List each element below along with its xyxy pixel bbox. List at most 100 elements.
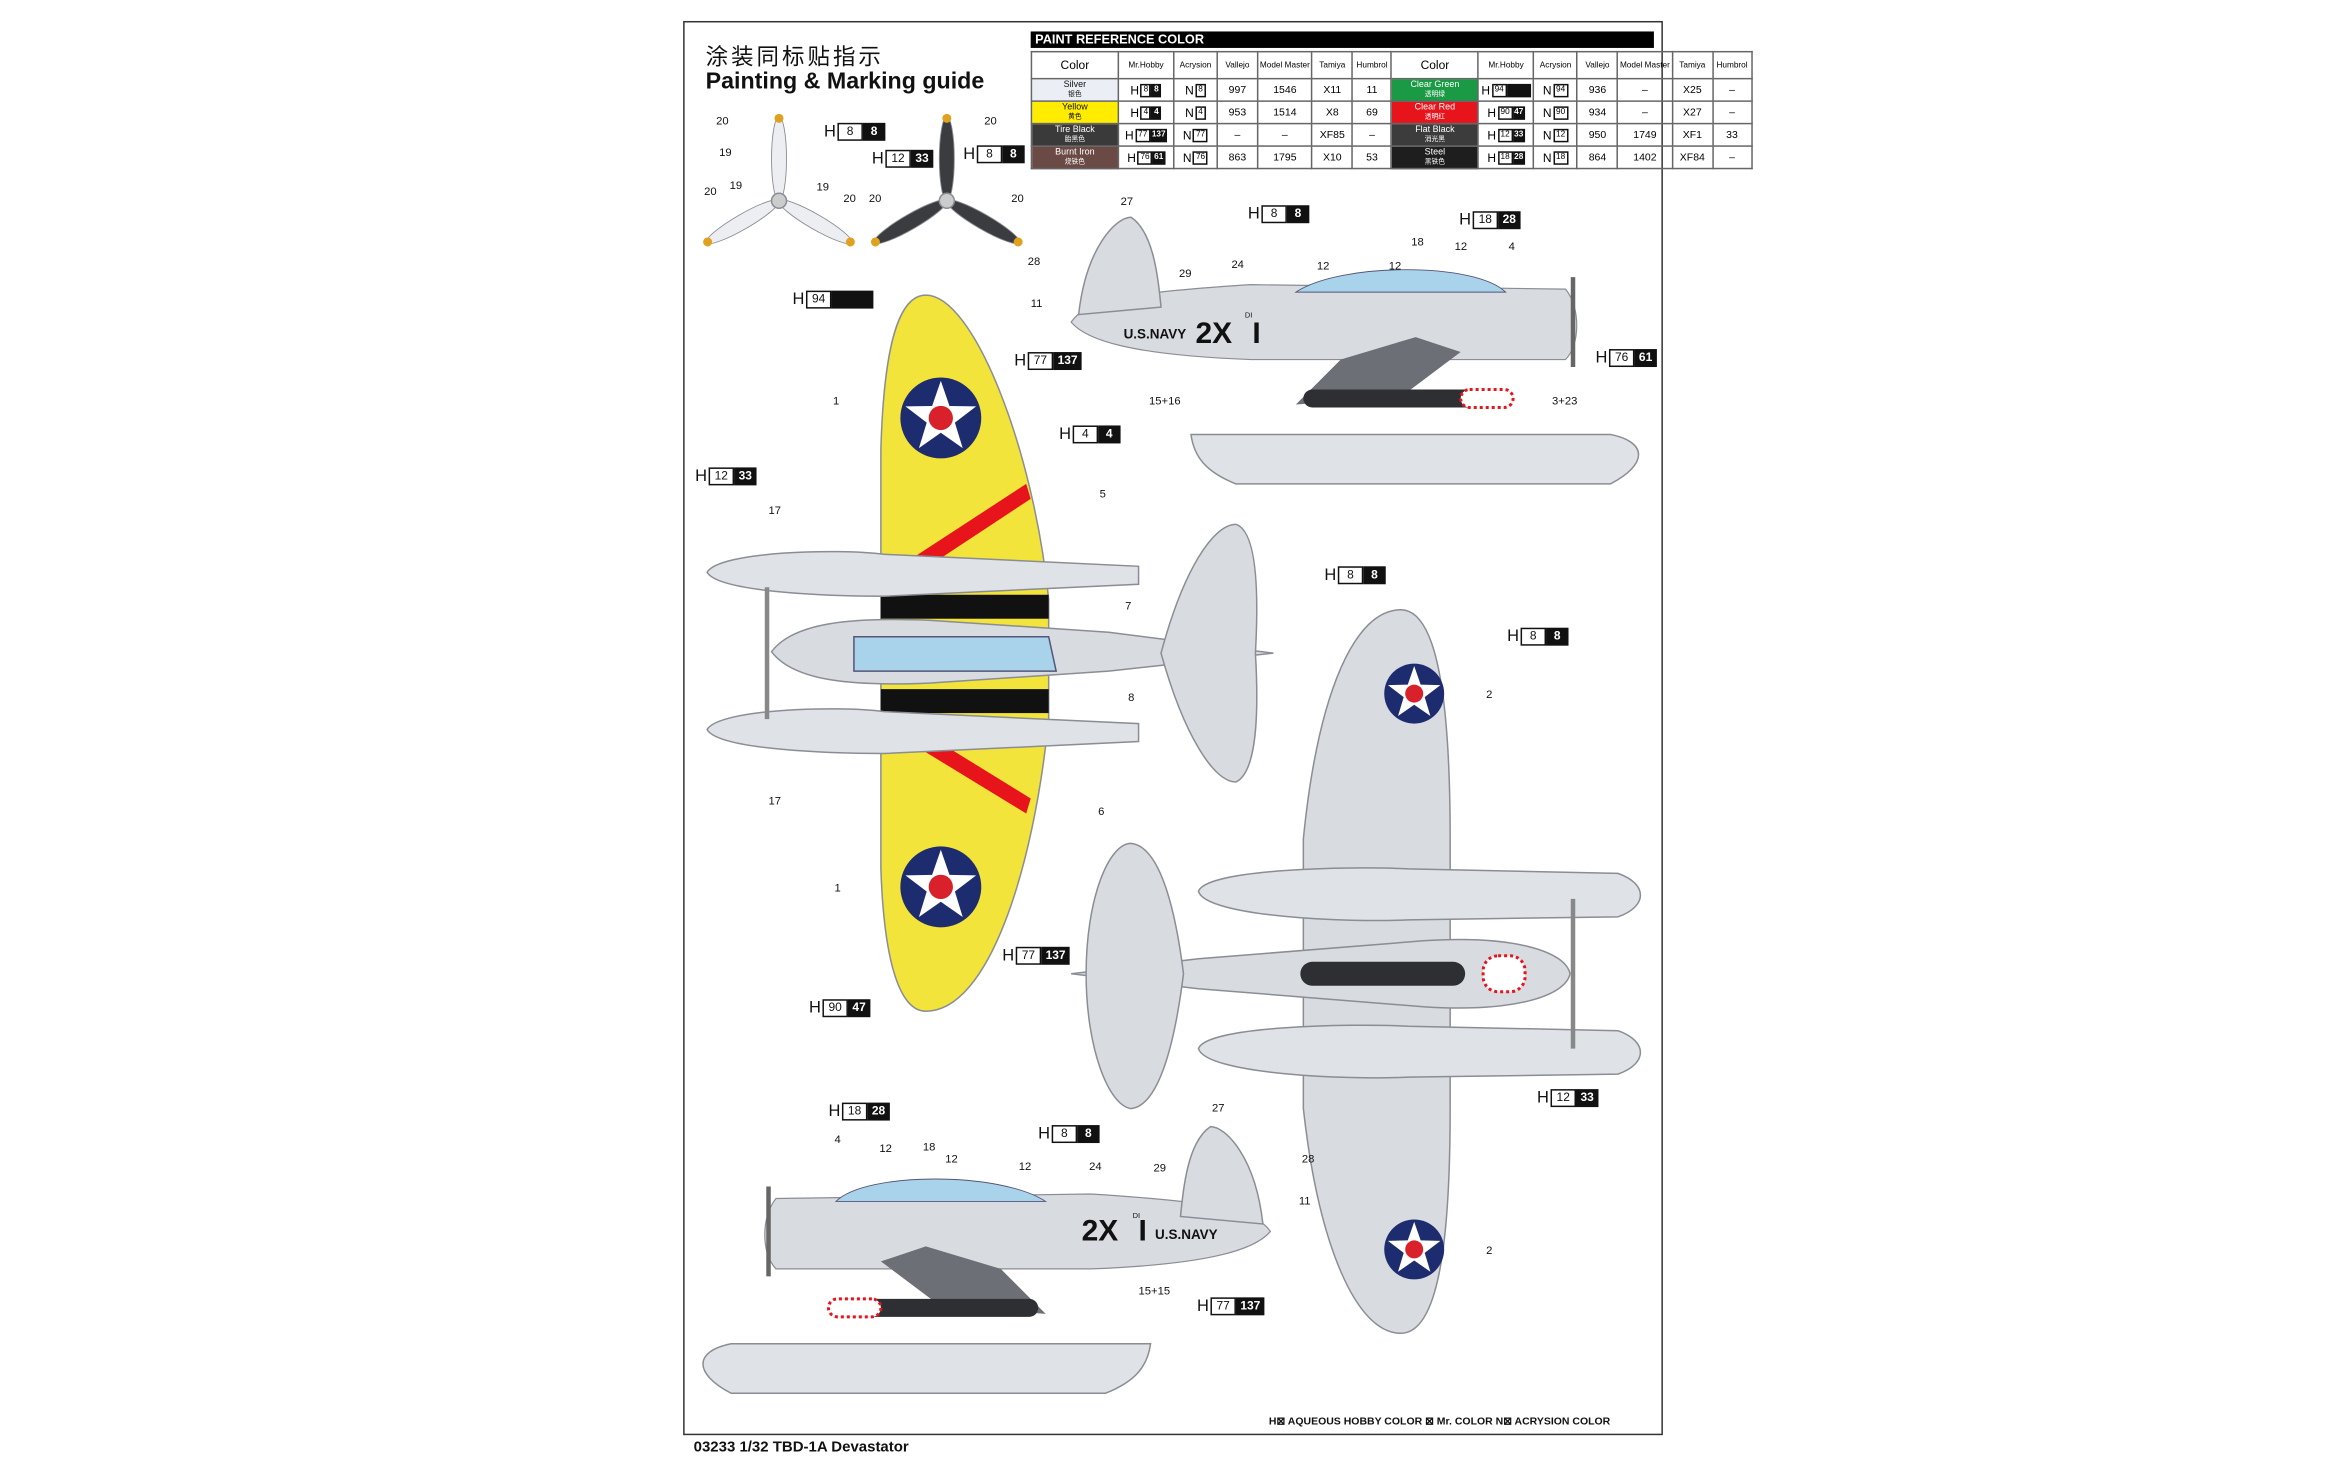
canopy-plan <box>853 635 1058 672</box>
part-number-label: 15+16 <box>1149 394 1181 408</box>
part-number-label: 3+23 <box>1552 394 1578 408</box>
part-number-label: 17 <box>768 793 782 808</box>
torpedo-warhead <box>826 1297 883 1319</box>
canopy <box>834 1178 1048 1202</box>
part-number-label: 24 <box>1089 1159 1102 1174</box>
part-number-label: 5 <box>1099 486 1106 501</box>
sheet-frame <box>683 20 1663 1436</box>
code-tamiya: XF84 <box>1671 145 1714 170</box>
propeller-blade <box>938 113 955 202</box>
part-number-label: 1 <box>832 394 840 408</box>
column-header: Model Master <box>1256 50 1313 80</box>
part-number-label: 19 <box>729 178 743 192</box>
column-header: Tamiya <box>1671 50 1714 80</box>
part-number-label: 1 <box>834 880 841 895</box>
wing-walk-stripe <box>880 689 1049 714</box>
wing-root <box>1295 337 1461 405</box>
part-number-label: 18 <box>922 1140 936 1154</box>
code-model_master: – <box>1256 122 1313 147</box>
column-header: Mr.Hobby <box>1477 50 1535 80</box>
column-header: Model Master <box>1616 50 1673 80</box>
propeller-hub <box>770 192 788 209</box>
code-humbrol: – <box>1711 145 1753 170</box>
code-model_master: 1795 <box>1256 145 1313 170</box>
part-number-label: 27 <box>1120 194 1134 209</box>
propeller-hub <box>938 192 956 209</box>
column-header: Tamiya <box>1311 50 1354 80</box>
part-number-label: 2 <box>1486 687 1493 702</box>
part-number-label: 20 <box>704 184 717 198</box>
code-tamiya: X10 <box>1311 145 1354 170</box>
side-view <box>1070 216 1640 485</box>
code-model_master: 1402 <box>1616 145 1673 170</box>
color-legend: H⊠ AQUEOUS HOBBY COLOR ⊠ Mr. COLOR N⊠ AC… <box>1268 1417 1611 1428</box>
part-number-label: 12 <box>945 1152 958 1166</box>
part-number-label: 11 <box>1298 1193 1311 1208</box>
title-chinese: 涂装同标贴指示 <box>705 43 884 71</box>
part-number-label: 27 <box>1211 1101 1225 1115</box>
part-number-label: 12 <box>1018 1159 1032 1174</box>
propeller-blade <box>703 199 780 247</box>
float-top <box>1197 867 1642 922</box>
column-header: Humbrol <box>1351 50 1393 80</box>
marking-sub: DI <box>1245 311 1253 320</box>
part-number-label: 11 <box>1030 296 1043 311</box>
tail-fin <box>1077 216 1162 316</box>
part-number-label: 20 <box>843 191 856 206</box>
torpedo-warhead <box>1481 954 1527 994</box>
canopy <box>1294 269 1507 293</box>
insignia-center <box>1405 1240 1424 1259</box>
part-number-label: 28 <box>1027 254 1041 269</box>
part-number-label: 12 <box>1454 239 1468 254</box>
part-number-label: 18 <box>1411 235 1424 249</box>
column-header: Mr.Hobby <box>1117 50 1175 80</box>
side-view <box>702 1125 1272 1394</box>
marking-code: 2X <box>1195 317 1232 350</box>
torpedo <box>1300 961 1466 986</box>
part-number-label: 20 <box>984 113 997 128</box>
marking-us-navy: U.S.NAVY <box>1155 1227 1218 1242</box>
title-english: Painting & Marking guide <box>705 68 985 95</box>
part-number-label: 2 <box>1486 1243 1493 1257</box>
part-number-label: 20 <box>868 191 882 206</box>
marking-us-navy: U.S.NAVY <box>1124 327 1187 342</box>
insignia-center <box>928 405 953 431</box>
part-number-label: 6 <box>1098 804 1105 818</box>
code-vallejo: – <box>1216 122 1259 147</box>
column-header: Humbrol <box>1711 50 1753 80</box>
part-number-label: 20 <box>716 113 729 128</box>
